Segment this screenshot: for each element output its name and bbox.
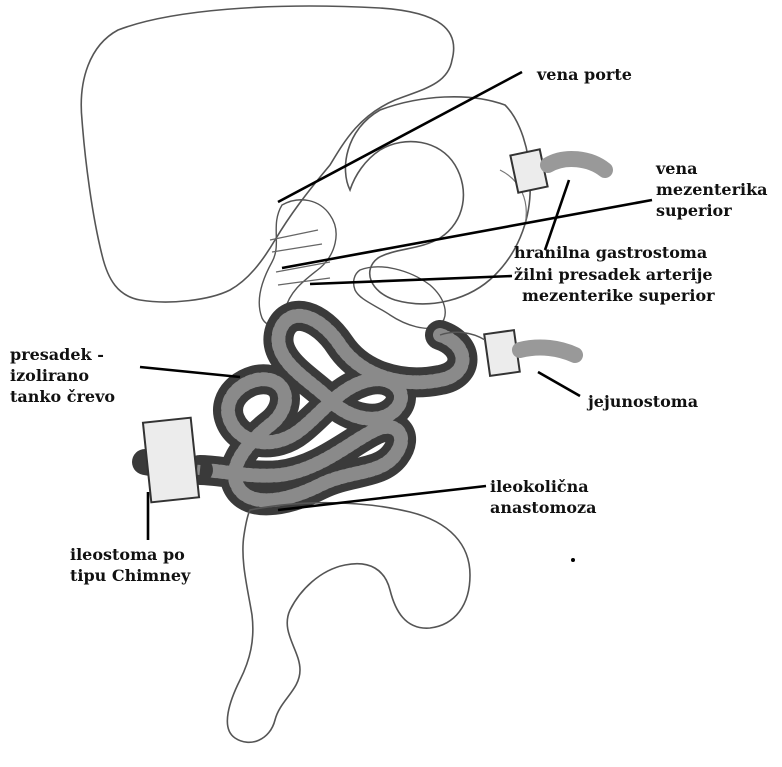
- label-presadek-line-2: izolirano: [10, 365, 115, 386]
- chimney-stoma-bag: [143, 418, 199, 503]
- pancreas: [354, 267, 446, 328]
- label-vena-porte: vena porte: [537, 64, 632, 85]
- leader-zilni-presadek: [310, 276, 512, 284]
- leader-presadek: [140, 367, 240, 377]
- label-vena-mezenterika: vena mezenterika superior: [656, 158, 768, 221]
- label-zilni-presadek-line-1: žilni presadek arterije: [514, 264, 715, 285]
- leader-vena-porte: [278, 72, 522, 202]
- label-vena-mezenterika-line-2: mezenterika: [656, 179, 768, 200]
- label-ileokolicna: ileokolična anastomoza: [490, 476, 597, 518]
- gastrostoma-bag: [510, 149, 547, 192]
- label-vena-porte-text: vena porte: [537, 64, 632, 85]
- jejunostoma-tube: [520, 348, 575, 355]
- label-ileostoma-line-1: ileostoma po: [70, 544, 190, 565]
- label-presadek-line-1: presadek -: [10, 344, 115, 365]
- colon: [227, 503, 470, 743]
- stomach: [345, 97, 530, 304]
- liver: [81, 6, 453, 302]
- label-vena-mezenterika-line-3: superior: [656, 200, 768, 221]
- gastrostoma-tube: [548, 159, 605, 170]
- leader-jejunostoma: [538, 372, 580, 396]
- label-ileostoma: ileostoma po tipu Chimney: [70, 544, 190, 586]
- label-ileostoma-line-2: tipu Chimney: [70, 565, 190, 586]
- label-jejunostoma-text: jejunostoma: [588, 391, 698, 412]
- label-gastrostoma-text: hranilna gastrostoma: [514, 242, 707, 263]
- label-ileokolicna-line-1: ileokolična: [490, 476, 597, 497]
- portal-vessel: [270, 230, 330, 285]
- label-vena-mezenterika-line-1: vena: [656, 158, 768, 179]
- label-presadek-line-3: tanko črevo: [10, 386, 115, 407]
- dot-mark: [571, 558, 575, 562]
- label-gastrostoma: hranilna gastrostoma: [514, 242, 707, 263]
- label-presadek: presadek - izolirano tanko črevo: [10, 344, 115, 407]
- label-ileokolicna-line-2: anastomoza: [490, 497, 597, 518]
- label-zilni-presadek: žilni presadek arterije mezenterike supe…: [514, 264, 715, 306]
- label-zilni-presadek-line-2: mezenterike superior: [514, 285, 715, 306]
- label-jejunostoma: jejunostoma: [588, 391, 698, 412]
- small-intestine-graft: [200, 316, 463, 501]
